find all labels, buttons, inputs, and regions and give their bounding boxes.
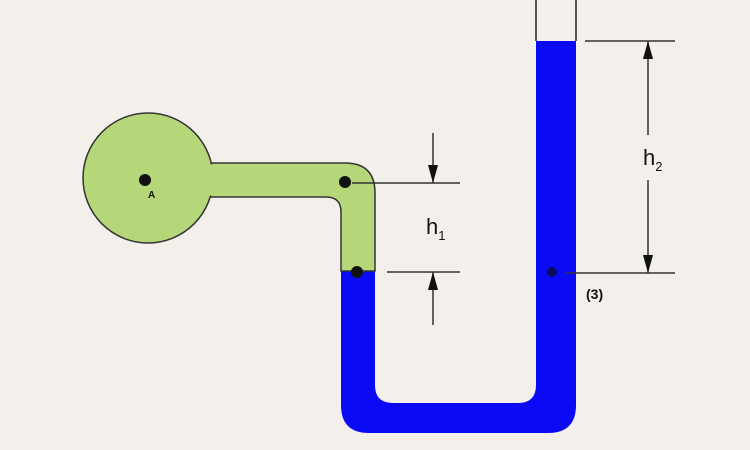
manometer-fluid — [341, 41, 576, 433]
h2-label: h2 — [643, 145, 662, 174]
pipe-fluid — [204, 162, 376, 272]
point-1-dot — [339, 176, 351, 188]
point-2-dot — [351, 266, 363, 278]
h1-sub: 1 — [438, 228, 446, 243]
h1-base: h — [426, 214, 439, 239]
point-a-label: A — [148, 190, 156, 201]
h2-sub: 2 — [655, 159, 663, 174]
point-a-dot — [139, 174, 151, 186]
h1-dimension — [352, 40, 675, 325]
h2-base: h — [643, 145, 656, 170]
h1-label: h1 — [426, 214, 445, 243]
point-3-label: (3) — [586, 286, 604, 302]
dimension-arrows — [428, 41, 653, 290]
point-3-dot — [547, 267, 557, 277]
